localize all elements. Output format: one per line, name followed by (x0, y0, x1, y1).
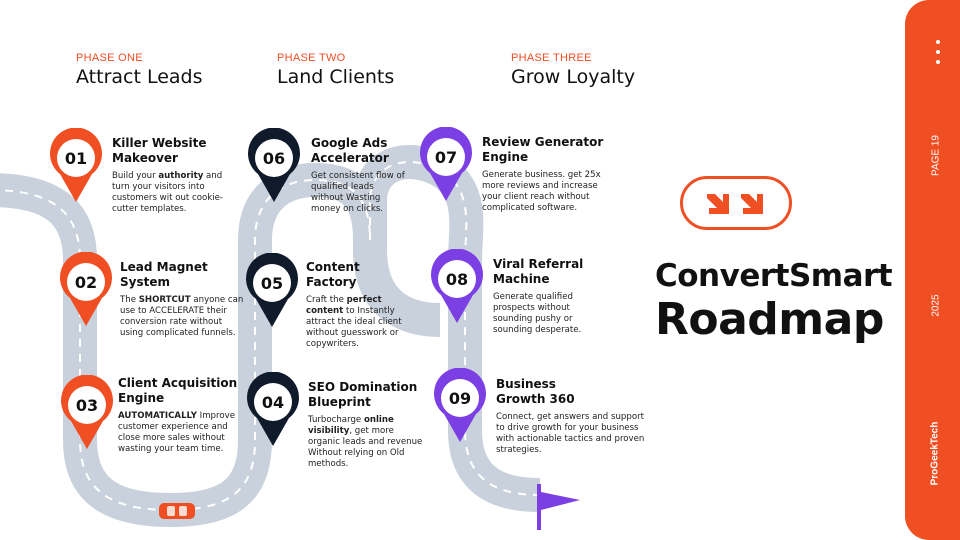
brand-line-2: Roadmap (655, 294, 884, 345)
step-desc: The SHORTCUT anyone can use to ACCELERAT… (120, 295, 244, 338)
more-dots-icon[interactable] (936, 40, 940, 70)
phase-label: PHASE THREE (511, 52, 592, 64)
car-icon (159, 503, 195, 519)
step-desc: Connect, get answers and support to driv… (496, 412, 645, 455)
step-desc: AUTOMATICALLY Improve customer experienc… (118, 411, 235, 454)
pin-number: 06 (263, 149, 285, 168)
step-desc: Get consistent flow of qualified leads w… (311, 171, 405, 214)
brand-line-1: ConvertSmart (655, 258, 893, 294)
map-pin-01: 01 (50, 128, 102, 202)
phase-title: Grow Loyalty (511, 66, 636, 88)
phase-one: PHASE ONE Attract Leads (76, 52, 203, 88)
step-desc: Generate business. get 25x more reviews … (482, 170, 601, 213)
page-number: PAGE 19 (930, 135, 942, 176)
step-desc: Craft the perfect content to Instantly a… (306, 295, 402, 349)
step-desc: Build your authority and turn your visit… (112, 171, 223, 214)
pin-number: 07 (435, 148, 457, 167)
step-desc: Turbocharge online visibility, get more … (308, 415, 423, 469)
map-pin-06: 06 (248, 128, 300, 202)
map-pin-04: 04 (247, 372, 299, 446)
phase-two: PHASE TWO Land Clients (277, 52, 394, 88)
double-arrow-pill (680, 176, 792, 230)
pin-number: 02 (75, 273, 97, 292)
phase-three: PHASE THREE Grow Loyalty (511, 52, 635, 88)
company-name: ProGeekTech (929, 421, 941, 486)
phase-label: PHASE TWO (277, 52, 346, 64)
brand: ConvertSmart Roadmap (655, 258, 893, 345)
map-pin-02: 02 (60, 252, 112, 326)
pin-number: 08 (446, 270, 468, 289)
map-pin-05: 05 (246, 253, 298, 327)
map-pin-07: 07 (420, 127, 472, 201)
pin-number: 05 (261, 274, 283, 293)
pin-number: 04 (262, 393, 284, 412)
pin-number: 09 (449, 389, 471, 408)
phase-title: Attract Leads (76, 66, 203, 88)
pin-number: 03 (76, 396, 98, 415)
sidebar (905, 0, 960, 540)
map-pin-03: 03 (61, 375, 113, 449)
phase-label: PHASE ONE (76, 52, 143, 64)
year: 2025 (930, 294, 942, 317)
pin-number: 01 (65, 149, 87, 168)
double-arrow-down-right-icon (707, 194, 763, 214)
phase-title: Land Clients (277, 66, 395, 88)
map-pin-08: 08 (431, 249, 483, 323)
map-pin-09: 09 (434, 368, 486, 442)
flag-icon (537, 484, 580, 530)
step-desc: Generate qualified prospects without sou… (493, 292, 582, 335)
